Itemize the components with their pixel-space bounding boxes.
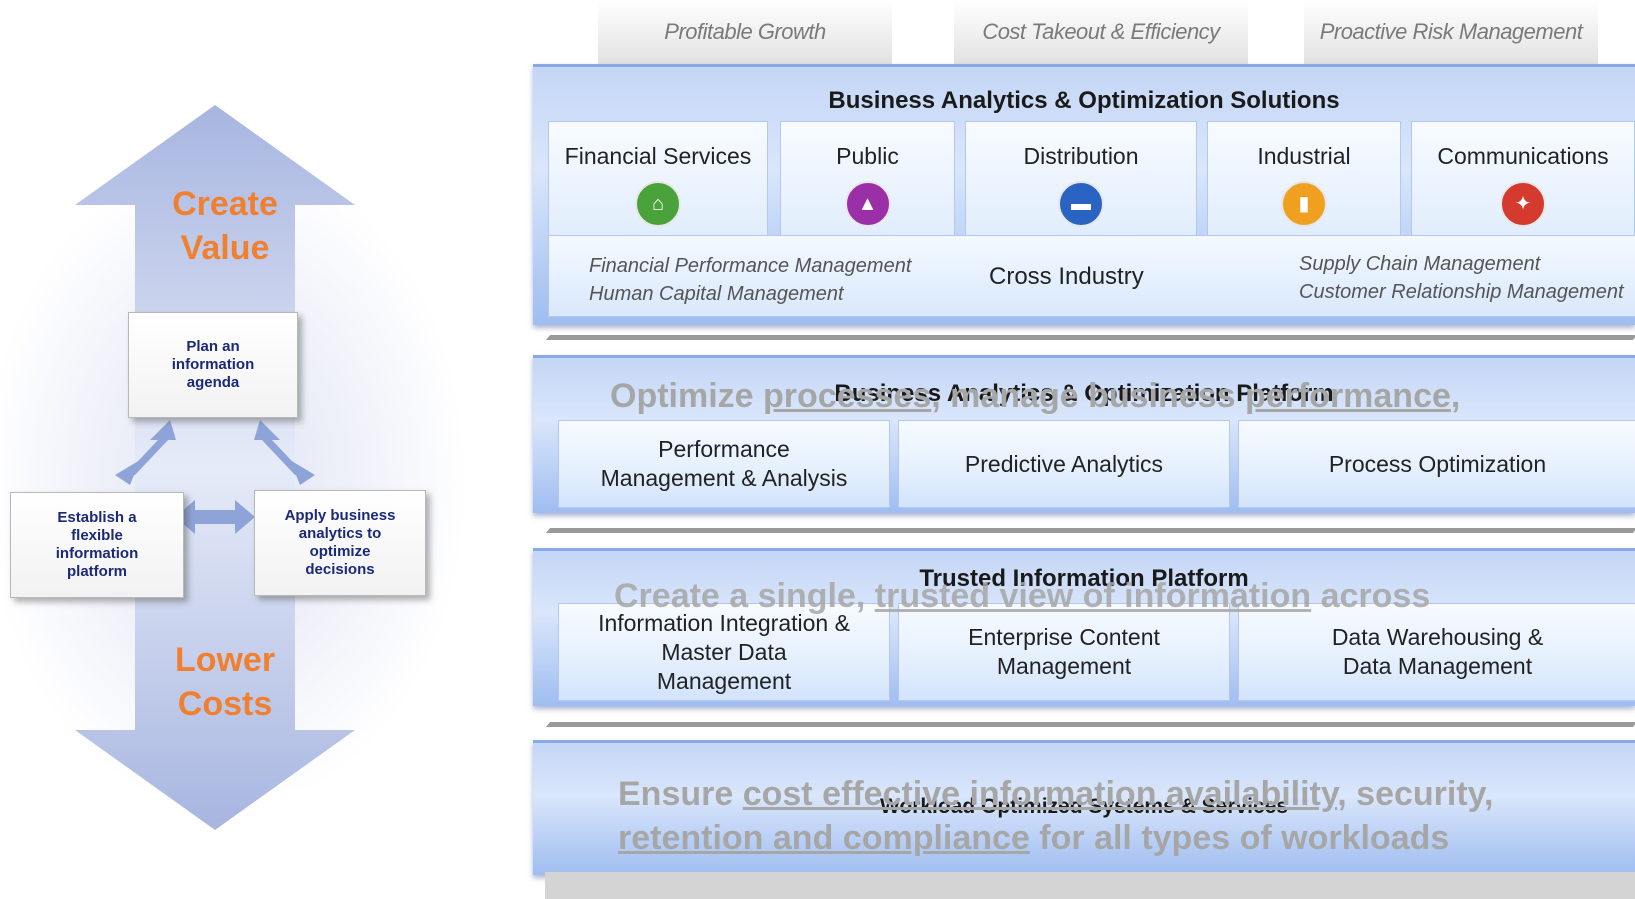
separator — [545, 528, 1635, 533]
cross-right-list: Supply Chain Management Customer Relatio… — [1299, 253, 1624, 303]
separator — [545, 722, 1635, 727]
truck-icon: ▬ — [1058, 181, 1104, 227]
workload-band: Workload Optimized Systems & Services — [533, 740, 1635, 875]
lower-costs-label: Lower Costs — [174, 641, 276, 723]
cross-left-list: Financial Performance Management Human C… — [589, 255, 912, 305]
tab-profitable-growth: Profitable Growth — [598, 0, 892, 64]
capitol-icon: ▲ — [844, 181, 891, 227]
workload-title: Workload Optimized Systems & Services — [879, 795, 1289, 818]
cycle-card-establish-text: Establish a flexible information platfor… — [55, 509, 139, 580]
overlay-ensure-text: Ensure cost effective information availa… — [618, 775, 1494, 857]
antenna-icon: ✦ — [1500, 181, 1546, 227]
platform-band: Business Analytics & Optimization Platfo… — [533, 355, 1635, 513]
tab-proactive-risk: Proactive Risk Management — [1304, 0, 1598, 64]
tab-cost-takeout: Cost Takeout & Efficiency — [954, 0, 1248, 64]
cycle-card-plan: Plan an information agenda — [128, 312, 298, 418]
solutions-title: Business Analytics & Optimization Soluti… — [828, 87, 1340, 114]
trusted-box-content: Enterprise Content Management — [898, 603, 1230, 701]
trusted-band: Trusted Information Platform Information… — [533, 548, 1635, 706]
base-strip — [545, 872, 1635, 899]
industry-label: Communications — [1437, 143, 1609, 169]
platform-box-performance: Performance Management & Analysis — [558, 420, 890, 508]
platform-box-predictive: Predictive Analytics — [898, 420, 1230, 508]
industry-label: Distribution — [1023, 143, 1139, 169]
overlay-optimize-text: Optimize processes, manage business perf… — [610, 377, 1461, 415]
cycle-card-apply: Apply business analytics to optimize dec… — [254, 490, 426, 596]
factory-icon: ▮ — [1281, 181, 1327, 227]
industry-label: Industrial — [1257, 143, 1351, 169]
solutions-band: Business Analytics & Optimization Soluti… — [533, 64, 1635, 325]
overlay-trusted-view-text: Create a single, trusted view of informa… — [614, 577, 1431, 615]
cycle-card-apply-text: Apply business analytics to optimize dec… — [284, 507, 396, 578]
cycle-arrows — [115, 420, 315, 534]
separator — [545, 335, 1635, 340]
platform-title: Business Analytics & Optimization Platfo… — [834, 380, 1334, 407]
double-arrow — [75, 105, 355, 830]
create-value-label: Create Value — [172, 185, 278, 267]
trusted-box-warehousing: Data Warehousing & Data Management — [1238, 603, 1635, 701]
trusted-box-integration: Information Integration & Master Data Ma… — [558, 603, 890, 701]
bank-icon: ⌂ — [635, 181, 681, 227]
cycle-card-plan-text: Plan an information agenda — [171, 338, 255, 391]
cycle-card-establish: Establish a flexible information platfor… — [10, 492, 184, 598]
industry-label: Financial Services — [564, 143, 752, 169]
trusted-title: Trusted Information Platform — [919, 565, 1249, 592]
industry-label: Public — [836, 143, 899, 169]
cross-industry-label: Cross Industry — [989, 263, 1144, 290]
cross-industry-strip: Financial Performance Management Human C… — [548, 235, 1635, 317]
platform-box-process: Process Optimization — [1238, 420, 1635, 508]
